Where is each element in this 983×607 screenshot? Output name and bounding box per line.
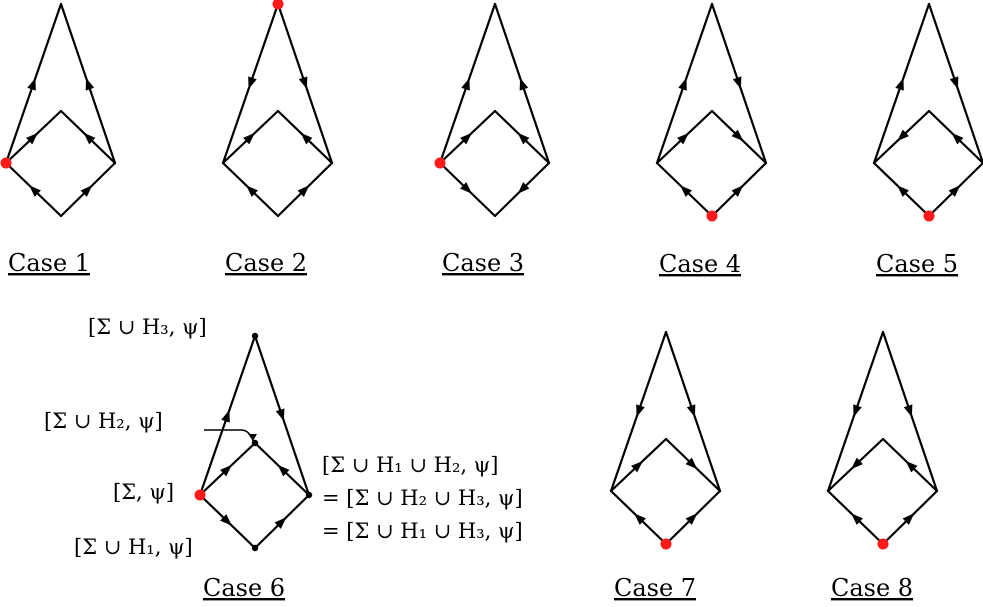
edge-left-outer-arrow xyxy=(636,404,645,418)
edge-bottom-left-arrow xyxy=(29,185,41,197)
edge-inner-right-arrow xyxy=(517,132,530,145)
edge-inner-left-arrow xyxy=(460,132,472,145)
edge-bottom-right-arrow xyxy=(902,513,915,525)
node-dot xyxy=(251,544,259,552)
edge-inner-left-arrow xyxy=(243,132,255,145)
case-6-graph xyxy=(194,332,313,552)
edge-right-outer-arrow xyxy=(686,404,696,418)
node-dot xyxy=(251,439,259,447)
edge-bottom-right-arrow xyxy=(685,513,698,525)
node-dot xyxy=(305,491,313,499)
edge-bottom-right-arrow xyxy=(948,185,961,197)
case-2-caption: Case 2 xyxy=(225,249,307,277)
case-1-graph xyxy=(0,2,117,218)
edge-right-outer-arrow xyxy=(298,76,308,90)
edge-bottom-left-arrow xyxy=(460,182,472,194)
case-5-caption: Case 5 xyxy=(876,250,958,278)
edge-inner-right-arrow xyxy=(731,129,744,142)
edge-right-outer-arrow xyxy=(903,404,913,418)
label-inner-top-node: [Σ ∪ H₂, ψ] xyxy=(44,409,163,433)
pointer-arrowhead xyxy=(248,434,257,441)
edge-left-outer-arrow xyxy=(895,77,904,91)
edge-inner-left-arrow xyxy=(631,460,643,473)
case-8-graph xyxy=(826,330,939,550)
edge-inner-left-arrow xyxy=(851,457,863,470)
highlighted-node xyxy=(194,489,206,501)
edge-bottom-right-arrow xyxy=(297,185,310,197)
highlighted-node xyxy=(272,0,284,10)
edge-left-outer-arrow xyxy=(853,404,862,418)
case-2-graph xyxy=(221,0,334,218)
edge-bottom-left-arrow xyxy=(220,514,232,526)
highlighted-node xyxy=(877,538,889,550)
edge-inner-left-arrow xyxy=(897,129,909,142)
edge-left-outer-arrow xyxy=(678,77,687,91)
edge-bottom-right-arrow xyxy=(731,185,744,197)
case-6-caption: Case 6 xyxy=(203,574,285,602)
captions-layer: Case 1 Case 2 Case 3 Case 4 Case 5 Case … xyxy=(8,249,958,602)
highlighted-node xyxy=(0,157,12,169)
graphs-layer xyxy=(0,0,983,552)
edge-right-outer-arrow xyxy=(519,77,529,91)
edge-bottom-left-arrow xyxy=(897,185,909,197)
highlighted-node xyxy=(706,210,718,222)
node-dot xyxy=(251,332,259,340)
edge-inner-right-arrow xyxy=(277,464,290,477)
case-6-node-labels: [Σ ∪ H₃, ψ] [Σ ∪ H₂, ψ] [Σ, ψ] [Σ ∪ H₁, … xyxy=(44,315,523,559)
edge-right-outer-arrow xyxy=(732,76,742,90)
edge-right-outer-arrow xyxy=(275,408,285,422)
edge-bottom-right-arrow xyxy=(80,185,93,197)
highlighted-node xyxy=(434,157,446,169)
edge-right-outer-arrow xyxy=(85,77,95,91)
case-7-caption: Case 7 xyxy=(614,574,696,602)
edge-bottom-right-arrow xyxy=(517,182,530,194)
highlighted-node xyxy=(923,210,935,222)
case-7-graph xyxy=(609,330,722,550)
label-right-node-line-2: = [Σ ∪ H₂ ∪ H₃, ψ] xyxy=(322,486,523,510)
case-3-caption: Case 3 xyxy=(442,249,524,277)
edge-bottom-left-arrow xyxy=(680,185,692,197)
edge-inner-left-arrow xyxy=(677,132,689,145)
edge-left-outer-arrow xyxy=(221,409,230,423)
label-left-node: [Σ, ψ] xyxy=(113,480,174,504)
edge-inner-right-arrow xyxy=(300,132,313,145)
edge-left-outer-arrow xyxy=(461,77,470,91)
case-8-caption: Case 8 xyxy=(831,574,913,602)
edge-inner-left-arrow xyxy=(220,464,232,477)
edge-bottom-right-arrow xyxy=(274,517,287,529)
edge-left-outer-arrow xyxy=(27,77,36,91)
edge-bottom-left-arrow xyxy=(246,185,258,197)
label-right-node-line-1: [Σ ∪ H₁ ∪ H₂, ψ] xyxy=(322,453,498,477)
label-top-node: [Σ ∪ H₃, ψ] xyxy=(88,315,207,339)
case-5-graph xyxy=(872,2,983,222)
label-right-node-line-3: = [Σ ∪ H₁ ∪ H₃, ψ] xyxy=(322,519,523,543)
highlighted-node xyxy=(660,538,672,550)
edge-left-outer-arrow xyxy=(248,76,257,90)
edge-inner-right-arrow xyxy=(83,132,96,145)
case-3-graph xyxy=(434,2,551,218)
case-4-caption: Case 4 xyxy=(659,250,741,278)
edge-inner-right-arrow xyxy=(951,132,964,145)
edge-inner-right-arrow xyxy=(905,460,918,473)
edge-inner-right-arrow xyxy=(685,457,698,470)
edge-right-outer-arrow xyxy=(949,76,959,90)
edge-bottom-left-arrow xyxy=(634,513,646,525)
case-4-graph xyxy=(655,2,768,222)
edge-bottom-left-arrow xyxy=(851,513,863,525)
case-1-caption: Case 1 xyxy=(8,249,90,277)
edge-inner-left-arrow xyxy=(26,132,38,145)
label-bottom-node: [Σ ∪ H₁, ψ] xyxy=(74,535,193,559)
